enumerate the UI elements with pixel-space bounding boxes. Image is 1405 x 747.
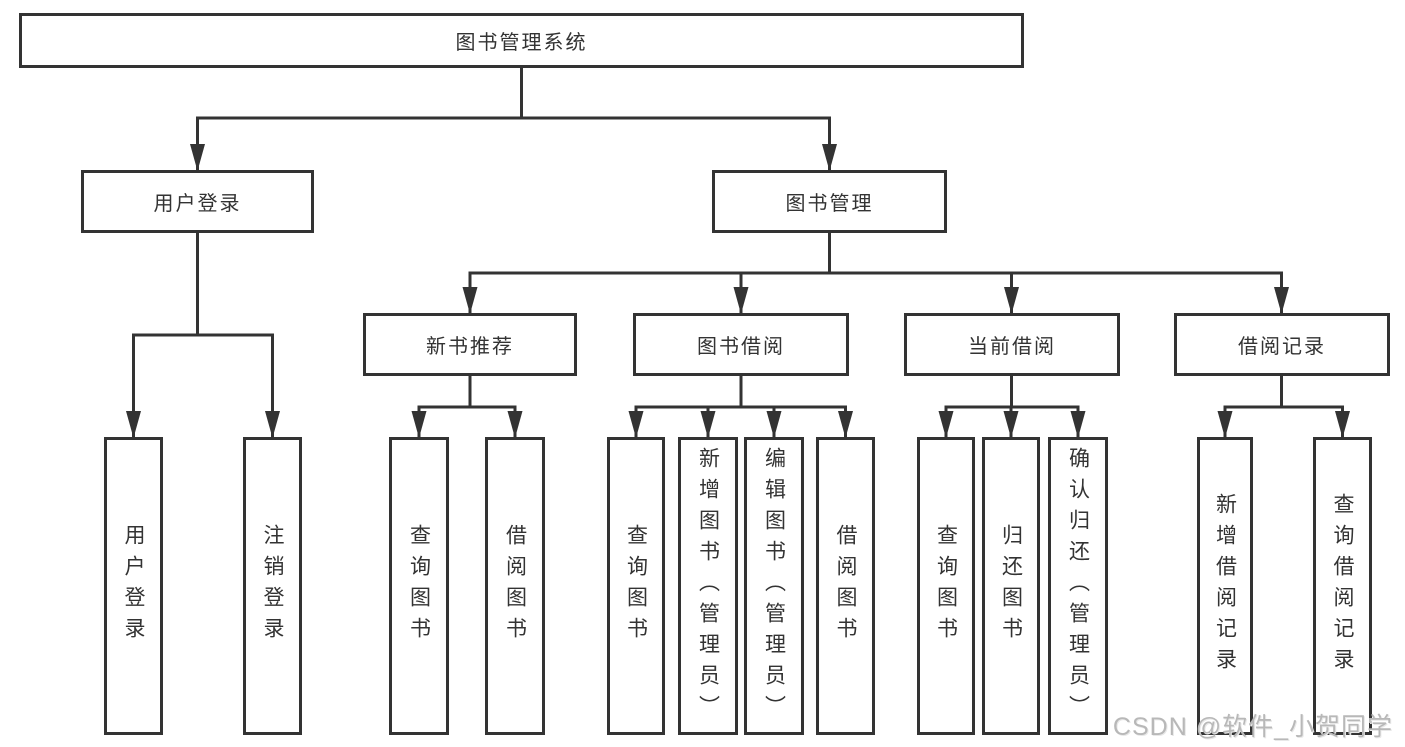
tree-edges	[132, 68, 1344, 438]
node-new-book-recommend-label: 新书推荐	[426, 336, 514, 358]
leaf-logout-label: 注销登录	[261, 524, 284, 648]
node-book-borrowing: 图书借阅	[633, 313, 849, 376]
leaf-add-borrow-record: 新增借阅记录	[1197, 437, 1253, 735]
leaf-logout: 注销登录	[243, 437, 302, 735]
leaf-query-borrow-record: 查询借阅记录	[1313, 437, 1372, 735]
node-root-system: 图书管理系统	[19, 13, 1024, 68]
leaf-current-query-books-label: 查询图书	[934, 524, 958, 648]
node-book-management-label: 图书管理	[785, 193, 874, 215]
leaf-add-books-admin: 新增图书（管理员）	[678, 437, 738, 735]
leaf-user-login: 用户登录	[104, 437, 163, 735]
node-new-book-recommend: 新书推荐	[363, 313, 577, 376]
node-borrowing-records-label: 借阅记录	[1238, 336, 1326, 358]
leaf-user-login-label: 用户登录	[122, 524, 145, 648]
leaf-return-books-label: 归还图书	[999, 524, 1023, 648]
leaf-borrowing-query-books-label: 查询图书	[624, 524, 648, 648]
leaf-borrowing-borrow-books: 借阅图书	[816, 437, 875, 735]
node-user-login-label: 用户登录	[153, 193, 242, 215]
node-book-borrowing-label: 图书借阅	[697, 336, 785, 358]
leaf-recommend-query-books: 查询图书	[389, 437, 449, 735]
leaf-current-query-books: 查询图书	[917, 437, 975, 735]
node-current-borrowing: 当前借阅	[904, 313, 1120, 376]
node-user-login: 用户登录	[81, 170, 314, 233]
leaf-query-borrow-record-label: 查询借阅记录	[1331, 493, 1354, 679]
leaf-confirm-return-admin-label: 确认归还（管理员）	[1066, 446, 1090, 726]
leaf-recommend-borrow-books-label: 借阅图书	[503, 524, 527, 648]
leaf-edit-books-admin: 编辑图书（管理员）	[744, 437, 804, 735]
leaf-edit-books-admin-label: 编辑图书（管理员）	[762, 446, 786, 726]
node-borrowing-records: 借阅记录	[1174, 313, 1390, 376]
leaf-confirm-return-admin: 确认归还（管理员）	[1048, 437, 1108, 735]
leaf-borrowing-query-books: 查询图书	[607, 437, 665, 735]
node-current-borrowing-label: 当前借阅	[968, 336, 1056, 358]
leaf-add-books-admin-label: 新增图书（管理员）	[696, 446, 720, 726]
leaf-return-books: 归还图书	[982, 437, 1040, 735]
node-book-management: 图书管理	[712, 170, 947, 233]
leaf-borrowing-borrow-books-label: 借阅图书	[834, 524, 857, 648]
node-root-label: 图书管理系统	[455, 32, 588, 54]
leaf-recommend-query-books-label: 查询图书	[407, 524, 431, 648]
leaf-add-borrow-record-label: 新增借阅记录	[1213, 493, 1237, 679]
csdn-watermark: CSDN @软件_小贺同学	[1112, 713, 1393, 741]
leaf-recommend-borrow-books: 借阅图书	[485, 437, 545, 735]
